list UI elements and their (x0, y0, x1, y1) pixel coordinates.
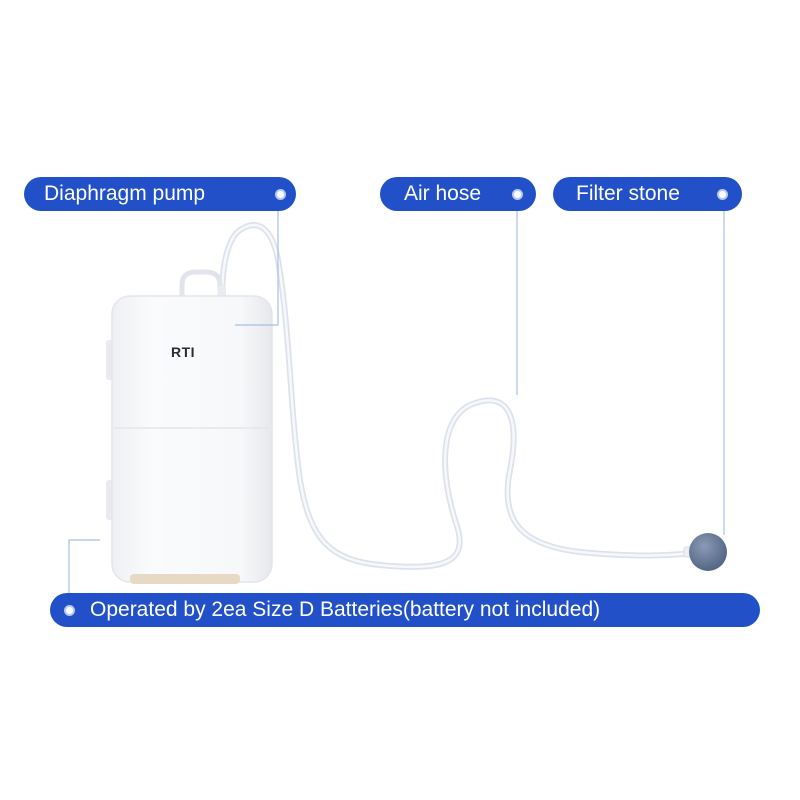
battery-info-label-text: Operated by 2ea Size D Batteries(battery… (90, 598, 601, 621)
filter-stone (683, 533, 727, 571)
pump-body (106, 295, 273, 584)
air-hose-label: Air hose (380, 177, 536, 211)
diaphragm-pump-label: Diaphragm pump (24, 177, 296, 211)
pointer-dot-icon (512, 189, 523, 200)
pointer-dot-icon (717, 189, 728, 200)
brand-logo: RTI (171, 344, 196, 360)
pointer-dot-icon (275, 189, 286, 200)
leader-lines (68, 200, 725, 603)
battery-info-label: Operated by 2ea Size D Batteries(battery… (50, 593, 760, 627)
pump-hanger (179, 269, 223, 302)
diaphragm-pump-label-text: Diaphragm pump (44, 182, 206, 205)
filter-stone-label: Filter stone (553, 177, 742, 211)
pointer-dot-icon (64, 605, 75, 616)
filter-stone-label-text: Filter stone (576, 182, 680, 205)
air-hose (219, 222, 703, 570)
air-hose-label-text: Air hose (404, 182, 482, 205)
